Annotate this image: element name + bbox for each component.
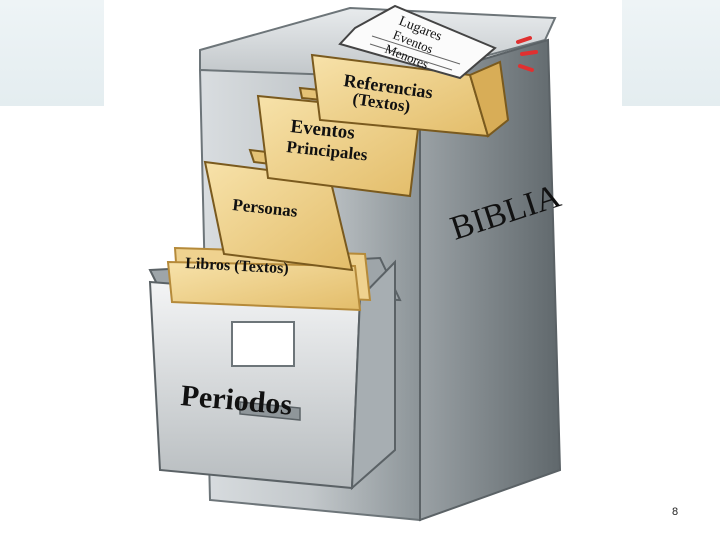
- drawer-label-holder: [232, 322, 294, 366]
- page-number: 8: [672, 506, 678, 518]
